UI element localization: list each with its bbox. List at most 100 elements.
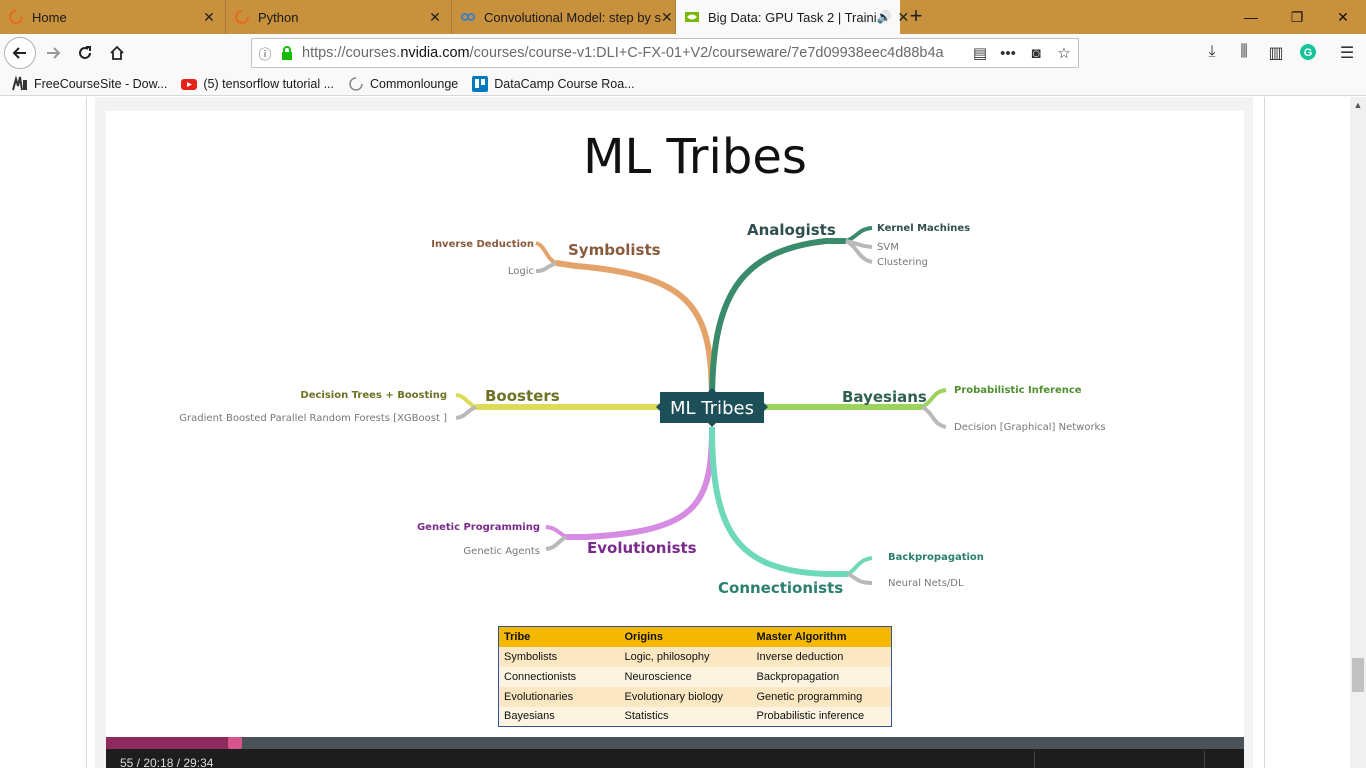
back-button[interactable] [4,37,36,69]
symbolists-leaf-connector [535,261,557,273]
close-window-icon[interactable]: ✕ [1337,9,1349,25]
speaker-icon[interactable]: 🔊 [876,10,892,24]
restore-icon[interactable]: ❐ [1290,9,1304,25]
table-row: Bayesians Statistics Probabilistic infer… [498,706,892,727]
tab-strip: Home ✕ Python ✕ Convolutional Model: ste… [0,0,1366,34]
reload-button[interactable] [70,38,100,68]
tab-title: Big Data: GPU Task 2 | Traini [708,9,877,25]
video-slide[interactable]: ML Tribes [106,111,1244,737]
pocket-icon[interactable]: ◙ [1031,44,1041,62]
table-row: Connectionists Neuroscience Backpropagat… [498,666,892,687]
bayesians-leaf-decision-networks: Decision [Graphical] Networks [954,422,1106,433]
reload-icon [79,46,91,59]
table-cell: Bayesians [498,706,620,727]
center-node [660,392,764,423]
scroll-up-icon[interactable]: ▲ [1353,100,1363,110]
downloads-icon[interactable]: ⤓ [1208,43,1216,60]
home-button[interactable] [102,38,132,68]
svg-text:G: G [1304,47,1313,59]
slide-title: ML Tribes [583,129,807,185]
firefox-spinner-icon [9,10,23,24]
firefox-spinner-icon [235,10,249,24]
table-cell: Connectionists [498,666,620,687]
connectionists-leaf-connector [846,556,873,576]
evolutionists-leaf-connector [545,535,568,551]
video-progress-fill [106,737,235,749]
back-arrow-icon [12,47,26,59]
analogists-leaf-kernel-machines: Kernel Machines [877,223,970,234]
new-tab-button[interactable]: + [909,3,923,28]
reader-view-icon[interactable]: ▤ [972,45,988,62]
close-tab-icon[interactable]: ✕ [203,8,215,25]
table-cell: Logic, philosophy [619,646,752,667]
hamburger-menu-icon[interactable]: ☰ [1339,45,1355,62]
page-actions-icon[interactable]: ••• [1000,44,1016,62]
tab-title: Python [258,9,299,25]
table-header-row: Tribe Origins Master Algorithm [498,626,892,647]
grammarly-icon[interactable]: G [1297,43,1319,63]
secure-lock-icon[interactable] [278,45,296,61]
tab-title: Convolutional Model: step by s [484,9,662,25]
site-info-icon[interactable]: ⓘ [258,46,272,62]
evolutionists-branch [566,426,715,540]
bookmark-freecoursesite[interactable]: FreeCourseSite - Dow... [12,74,168,92]
evolutionists-leaf-connector [545,525,568,539]
scrollbar-thumb[interactable] [1352,658,1364,692]
navigation-toolbar: ⓘ https://courses.nvidia.com/courses/cou… [0,34,1366,72]
evolutionists-leaf-genetic-agents: Genetic Agents [463,546,540,557]
video-progress-handle[interactable] [227,737,242,749]
symbolists-label: Symbolists [568,241,661,259]
page-content: ML Tribes [0,97,1350,770]
boosters-leaf-connector [455,405,477,420]
tab-python[interactable]: Python ✕ [226,0,452,34]
bayesians-leaf-connector [920,405,947,429]
bookmark-commonlounge[interactable]: Commonlounge [348,76,458,92]
tab-home[interactable]: Home ✕ [0,0,226,34]
boosters-leaf-xgboost: Gradient Boosted Parallel Random Forests… [179,413,447,424]
bookmark-tensorflow-tutorial[interactable]: (5) tensorflow tutorial ... [181,76,334,92]
bookmarks-toolbar: FreeCourseSite - Dow... (5) tensorflow t… [0,72,1366,96]
table-header-tribe: Tribe [498,626,620,647]
control-divider [1034,751,1035,768]
minimize-icon[interactable]: — [1244,9,1258,25]
bookmark-star-icon[interactable]: ☆ [1057,45,1071,62]
bookmark-label: FreeCourseSite - Dow... [34,76,168,91]
coursera-infinity-icon [461,13,475,21]
video-progress-bar[interactable] [106,737,1244,749]
analogists-label: Analogists [747,221,836,239]
close-tab-icon[interactable]: ✕ [661,8,673,25]
center-node-label: ML Tribes [670,398,754,419]
table-cell: Neuroscience [619,666,752,687]
youtube-icon [181,78,198,90]
table-header-master-algorithm: Master Algorithm [751,626,892,647]
bayesians-label: Bayesians [842,388,927,406]
close-tab-icon[interactable]: ✕ [429,8,441,25]
freecoursesite-icon [12,74,27,90]
close-tab-icon[interactable]: ✕ [897,8,910,25]
control-divider [1204,751,1205,768]
nvidia-logo-icon [685,12,699,22]
forward-button[interactable] [38,38,68,68]
bookmark-datacamp[interactable]: DataCamp Course Roa... [472,75,635,92]
tab-big-data-gpu[interactable]: Big Data: GPU Task 2 | Traini 🔊 ✕ [676,0,909,34]
symbolists-branch [555,260,715,404]
analogists-leaf-connector [844,239,873,264]
connectionists-branch [709,426,848,577]
url-text[interactable]: https://courses.nvidia.com/courses/cours… [296,45,966,61]
table-cell: Probabilistic inference [751,706,892,727]
address-bar[interactable]: ⓘ https://courses.nvidia.com/courses/cou… [251,38,1079,68]
page-scrollbar[interactable]: ▲ [1350,97,1366,768]
table-cell: Inverse deduction [751,646,892,667]
library-icon[interactable]: ⫼ [1240,43,1248,60]
boosters-leaf-decision-trees: Decision Trees + Boosting [300,390,447,401]
connectionists-leaf-backpropagation: Backpropagation [888,552,984,563]
connectionists-label: Connectionists [718,579,843,597]
sidebar-icon[interactable]: ▥ [1268,45,1284,62]
url-domain: nvidia.com [400,45,470,61]
analogists-branch [709,238,846,404]
bayesians-leaf-connector [920,388,947,409]
tab-convolutional-model[interactable]: Convolutional Model: step by s ✕ [452,0,676,34]
evolutionists-label: Evolutionists [587,539,697,557]
bayesians-leaf-probabilistic-inference: Probabilistic Inference [954,385,1082,396]
table-header-origins: Origins [619,626,752,647]
